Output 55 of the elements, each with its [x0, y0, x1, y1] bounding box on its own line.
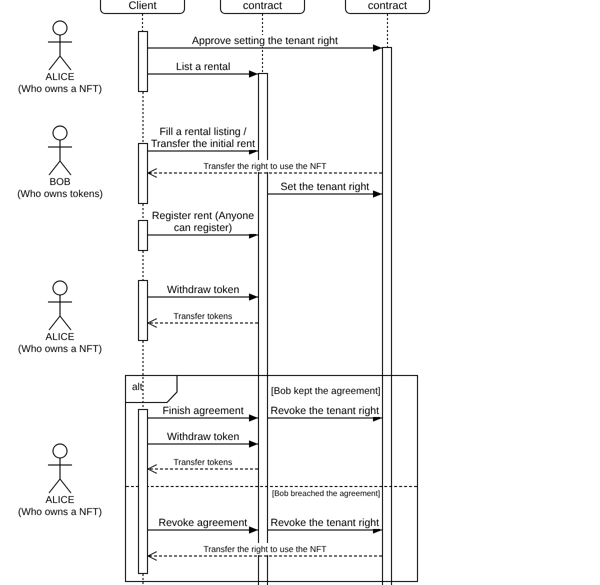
- message-label: Withdraw token: [167, 284, 240, 296]
- activation-bar: [138, 409, 148, 574]
- guard-condition: [Bob breached the agreement]: [272, 489, 380, 498]
- actor-description: (Who owns a NFT): [17, 344, 103, 356]
- message-label: Set the tenant right: [280, 181, 370, 193]
- frame-operator: alt: [132, 382, 143, 393]
- message-arrow: [148, 414, 258, 422]
- actor-name: ALICE: [44, 495, 76, 507]
- message-label: Revoke the tenant right: [270, 517, 380, 529]
- message-label: Transfer tokens: [174, 456, 232, 468]
- message-label: Fill a rental listing / Transfer the initial rent: [148, 126, 258, 150]
- lifeline: [387, 14, 388, 48]
- message-label: Approve setting the tenant right: [192, 35, 338, 47]
- participant-name: Client: [128, 0, 157, 12]
- message-arrow: [268, 190, 382, 198]
- message-arrow: [268, 414, 382, 422]
- activation-bar: [382, 47, 392, 585]
- actor-description: (Who owns a NFT): [17, 507, 103, 519]
- message-arrow: [148, 70, 258, 78]
- lifeline: [142, 204, 144, 220]
- activation-bar: [138, 220, 148, 251]
- participant-name: contract: [368, 0, 408, 12]
- message-arrow: [148, 168, 382, 178]
- message-label: Revoke agreement: [158, 517, 248, 529]
- lifeline: [142, 14, 143, 32]
- message-arrow: [148, 44, 382, 52]
- activation-bar: [138, 31, 148, 92]
- message-label: Transfer the right to use the NFT: [204, 543, 326, 555]
- lifeline: [142, 574, 144, 585]
- message-arrow: [148, 526, 258, 534]
- actor-name: BOB: [48, 177, 72, 189]
- lifeline: [142, 250, 144, 280]
- message-label: Finish agreement: [162, 405, 244, 417]
- lifeline: [262, 14, 263, 74]
- lifeline: [142, 340, 144, 410]
- actor-name: ALICE: [44, 332, 76, 344]
- lifeline: [142, 92, 144, 144]
- message-label: Revoke the tenant right: [270, 405, 380, 417]
- message-label: Transfer the right to use the NFT: [204, 160, 326, 172]
- guard-condition: [Bob kept the agreement]: [271, 386, 380, 397]
- activation-bar: [138, 143, 148, 204]
- message-arrow: [268, 526, 382, 534]
- message-label: List a rental: [176, 61, 230, 73]
- actor-name: ALICE: [44, 72, 76, 84]
- actor-description: (Who owns tokens): [16, 189, 104, 201]
- participant-name: contract: [242, 0, 282, 12]
- message-arrow: [148, 293, 258, 301]
- message-arrow: [148, 464, 258, 474]
- actor-description: (Who owns a NFT): [17, 84, 103, 96]
- activation-bar: [138, 280, 148, 341]
- message-arrow: [148, 551, 382, 561]
- message-arrow: [148, 440, 258, 448]
- message-arrow: [148, 318, 258, 328]
- message-label: Transfer tokens: [174, 310, 232, 322]
- message-label: Withdraw token: [167, 431, 240, 443]
